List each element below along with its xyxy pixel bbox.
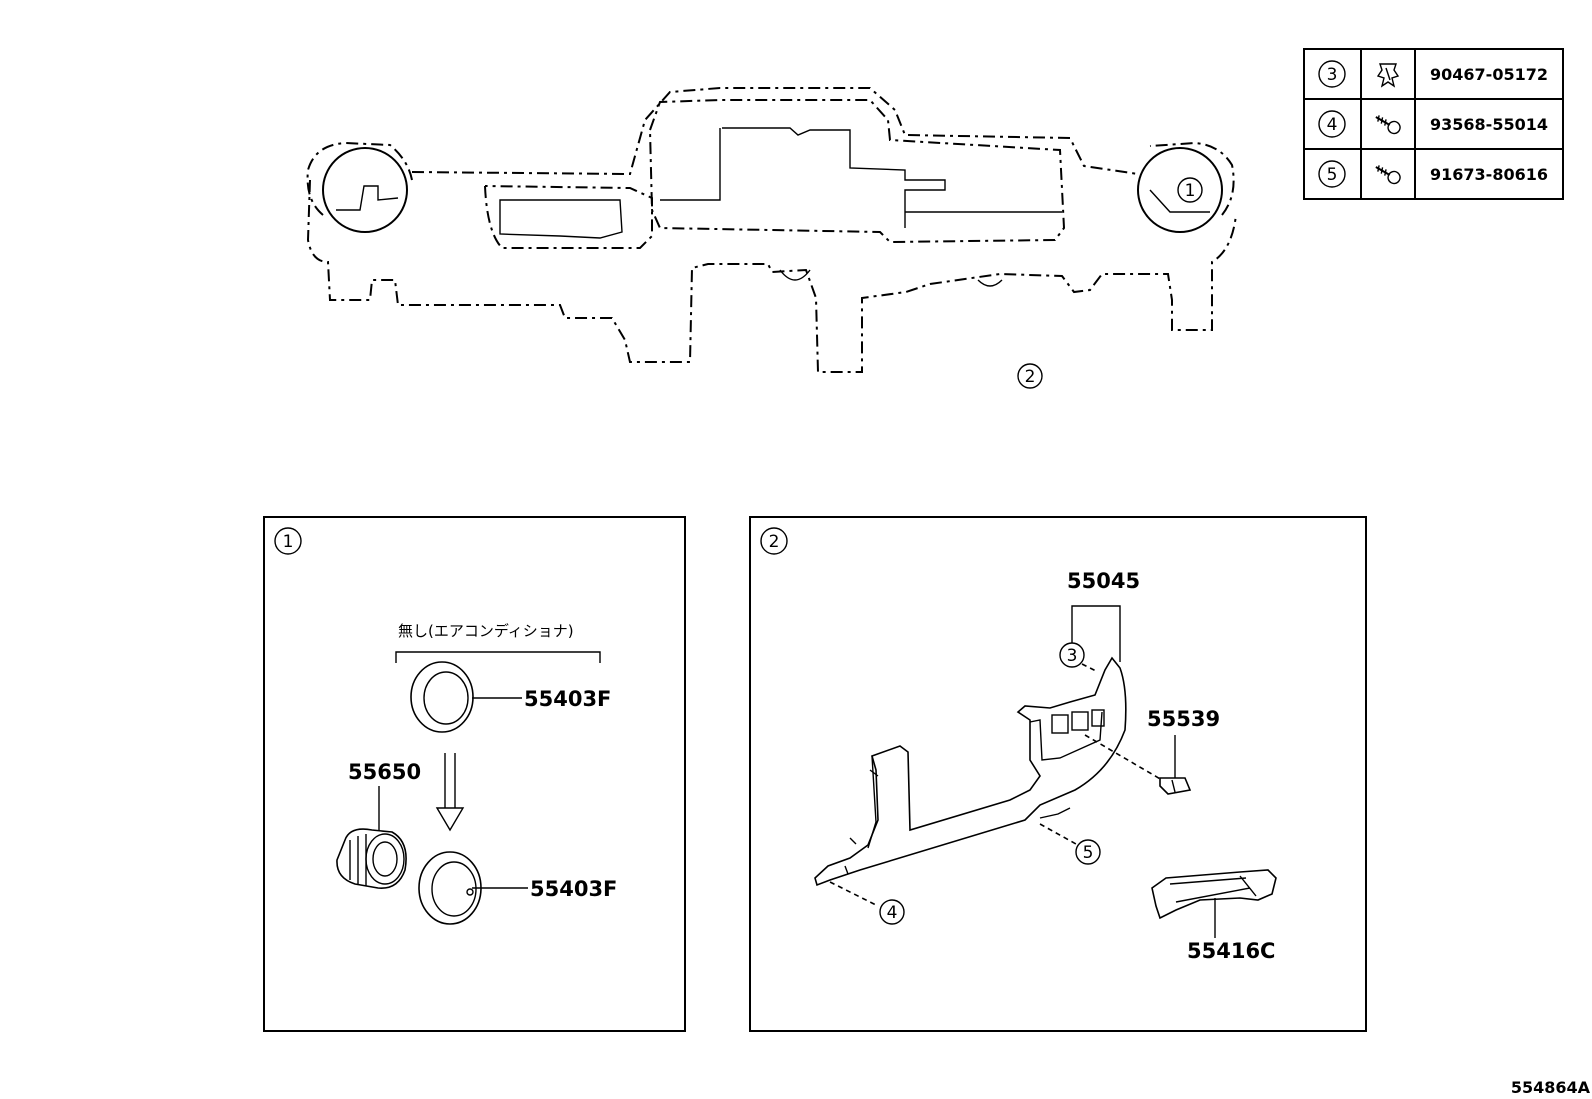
- fastener-table: 3 90467-05172 4 93568-55014 5: [1303, 48, 1564, 200]
- detail-panel-2: 2 55045 3 55539 5: [749, 516, 1367, 1032]
- leader-55045: [1071, 605, 1121, 662]
- overview-callout-1-label: 1: [1185, 181, 1196, 201]
- part-label-55045[interactable]: 55045: [1067, 569, 1140, 593]
- fastener-part-number: 91673-80616: [1430, 165, 1548, 184]
- part-label-55650[interactable]: 55650: [348, 760, 421, 784]
- panel-2-tag: 2: [769, 532, 780, 552]
- part-label-55403F-bottom[interactable]: 55403F: [530, 877, 617, 901]
- callout-4[interactable]: [879, 899, 905, 925]
- fastener-row-3[interactable]: 3 90467-05172: [1318, 60, 1548, 88]
- fastener-part-number: 90467-05172: [1430, 65, 1548, 84]
- trim-insert[interactable]: [1151, 869, 1277, 920]
- detail-panel-1: 1 無し(エアコンディショナ) 55403F 55650: [263, 516, 686, 1032]
- fastener-ref: 3: [1327, 65, 1338, 85]
- callout-5[interactable]: [1075, 839, 1101, 865]
- cover-ring-bottom[interactable]: [418, 851, 482, 925]
- part-label-55539[interactable]: 55539: [1147, 707, 1220, 731]
- fastener-ref: 4: [1327, 115, 1338, 135]
- overview-callout-2-label: 2: [1025, 367, 1036, 387]
- clip-bracket[interactable]: [1159, 777, 1192, 795]
- part-label-55403F-top[interactable]: 55403F: [524, 687, 611, 711]
- panel-1-tag: 1: [283, 532, 294, 552]
- callout-3[interactable]: [1059, 642, 1085, 668]
- arrow-down-icon: [435, 753, 465, 832]
- part-label-55416C[interactable]: 55416C: [1187, 939, 1275, 963]
- diagram-id: 554864A: [1511, 1078, 1591, 1097]
- callout-4-label: 4: [887, 903, 898, 923]
- callout-3-label: 3: [1067, 646, 1078, 666]
- instrument-lower-panel[interactable]: [814, 656, 1127, 887]
- fastener-ref: 5: [1327, 165, 1338, 185]
- fastener-row-4[interactable]: 4 93568-55014: [1318, 110, 1548, 138]
- panel-1-note: 無し(エアコンディショナ): [398, 622, 574, 640]
- overview-callout-2[interactable]: 2: [1017, 363, 1043, 389]
- callout-5-label: 5: [1083, 843, 1094, 863]
- dashboard-outline: [306, 87, 1237, 373]
- clip-icon: [1376, 63, 1400, 88]
- fastener-part-number: 93568-55014: [1430, 115, 1548, 134]
- cover-ring-top[interactable]: [410, 661, 474, 733]
- screw-icon: [1375, 115, 1401, 135]
- air-register[interactable]: [336, 828, 407, 889]
- screw-icon: [1375, 165, 1401, 185]
- overview-callout-1[interactable]: 1: [1177, 177, 1203, 203]
- fastener-row-5[interactable]: 5 91673-80616: [1318, 160, 1548, 188]
